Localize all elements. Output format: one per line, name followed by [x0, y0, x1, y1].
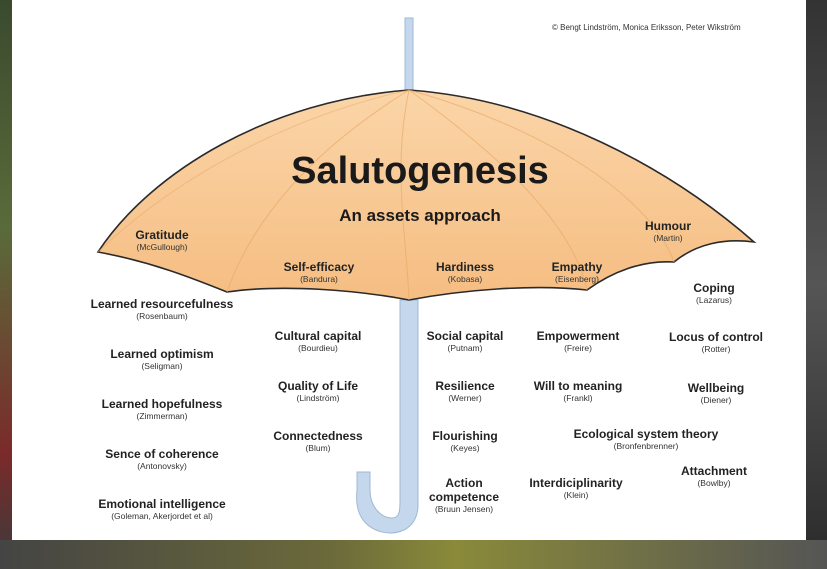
asset-label: Sence of coherence [105, 448, 218, 462]
asset-label: Locus of control [669, 331, 763, 345]
asset-will-to-meaning: Will to meaning (Frankl) [534, 380, 623, 404]
asset-author: (Eisenberg) [552, 275, 603, 285]
asset-author: (Werner) [435, 394, 494, 404]
asset-learned-resourcefulness: Learned resourcefulness (Rosenbaum) [91, 298, 234, 322]
asset-gratitude: Gratitude (McGullough) [135, 229, 188, 253]
asset-label: Self-efficacy [284, 261, 355, 275]
asset-author: (Bandura) [284, 275, 355, 285]
asset-author: (Seligman) [110, 362, 213, 372]
asset-author: (Putnam) [427, 344, 504, 354]
asset-sence-of-coherence: Sence of coherence (Antonovsky) [105, 448, 218, 472]
asset-author: (Zimmerman) [102, 412, 223, 422]
asset-author: (Bowlby) [681, 479, 747, 489]
asset-resilience: Resilience (Werner) [435, 380, 494, 404]
asset-action-competence: Action competence (Bruun Jensen) [424, 477, 504, 514]
asset-author: (Klein) [529, 491, 622, 501]
asset-author: (Freire) [537, 344, 620, 354]
asset-author: (Diener) [688, 396, 744, 406]
asset-author: (Lazarus) [693, 296, 734, 306]
asset-label: Emotional intelligence [98, 498, 225, 512]
asset-label: Gratitude [135, 229, 188, 243]
umbrella-canopy [98, 90, 754, 300]
asset-emotional-intelligence: Emotional intelligence (Goleman, Akerjor… [98, 498, 225, 522]
umbrella-handle [357, 300, 418, 533]
asset-label: Learned hopefulness [102, 398, 223, 412]
diagram-title: Salutogenesis [291, 150, 549, 194]
asset-author: (Keyes) [432, 444, 497, 454]
asset-flourishing: Flourishing (Keyes) [432, 430, 497, 454]
background-photo-left [0, 0, 12, 569]
asset-label: Quality of Life [278, 380, 358, 394]
asset-label: Action competence [424, 477, 504, 505]
asset-label: Cultural capital [275, 330, 362, 344]
asset-ecological-system-theory: Ecological system theory (Bronfenbrenner… [574, 428, 719, 452]
asset-label: Social capital [427, 330, 504, 344]
asset-author: (Kobasa) [436, 275, 494, 285]
asset-author: (Goleman, Akerjordet et al) [98, 512, 225, 522]
asset-learned-optimism: Learned optimism (Seligman) [110, 348, 213, 372]
asset-author: (Martin) [645, 234, 691, 244]
asset-author: (Lindström) [278, 394, 358, 404]
asset-label: Ecological system theory [574, 428, 719, 442]
asset-empathy: Empathy (Eisenberg) [552, 261, 603, 285]
asset-social-capital: Social capital (Putnam) [427, 330, 504, 354]
asset-author: (Blum) [273, 444, 362, 454]
asset-label: Flourishing [432, 430, 497, 444]
asset-author: (Bronfenbrenner) [574, 442, 719, 452]
asset-coping: Coping (Lazarus) [693, 282, 734, 306]
asset-empowerment: Empowerment (Freire) [537, 330, 620, 354]
asset-label: Wellbeing [688, 382, 744, 396]
asset-hardiness: Hardiness (Kobasa) [436, 261, 494, 285]
asset-label: Resilience [435, 380, 494, 394]
asset-attachment: Attachment (Bowlby) [681, 465, 747, 489]
diagram-card: © Bengt Lindström, Monica Eriksson, Pete… [12, 0, 806, 540]
asset-label: Coping [693, 282, 734, 296]
asset-label: Humour [645, 220, 691, 234]
asset-author: (Bourdieu) [275, 344, 362, 354]
asset-self-efficacy: Self-efficacy (Bandura) [284, 261, 355, 285]
asset-label: Interdiciplinarity [529, 477, 622, 491]
asset-label: Attachment [681, 465, 747, 479]
asset-label: Empowerment [537, 330, 620, 344]
asset-author: (Frankl) [534, 394, 623, 404]
asset-author: (Bruun Jensen) [424, 505, 504, 515]
asset-humour: Humour (Martin) [645, 220, 691, 244]
asset-quality-of-life: Quality of Life (Lindström) [278, 380, 358, 404]
asset-author: (Antonovsky) [105, 462, 218, 472]
asset-author: (Rotter) [669, 345, 763, 355]
asset-locus-of-control: Locus of control (Rotter) [669, 331, 763, 355]
background-photo-right [806, 0, 827, 569]
asset-author: (Rosenbaum) [91, 312, 234, 322]
asset-cultural-capital: Cultural capital (Bourdieu) [275, 330, 362, 354]
asset-label: Hardiness [436, 261, 494, 275]
background-photo-bottom [0, 540, 827, 569]
asset-connectedness: Connectedness (Blum) [273, 430, 362, 454]
asset-label: Empathy [552, 261, 603, 275]
umbrella-tip [405, 18, 413, 92]
asset-wellbeing: Wellbeing (Diener) [688, 382, 744, 406]
asset-label: Learned optimism [110, 348, 213, 362]
asset-label: Will to meaning [534, 380, 623, 394]
diagram-subtitle: An assets approach [339, 206, 501, 226]
asset-learned-hopefulness: Learned hopefulness (Zimmerman) [102, 398, 223, 422]
asset-author: (McGullough) [135, 243, 188, 253]
copyright-notice: © Bengt Lindström, Monica Eriksson, Pete… [552, 23, 741, 32]
asset-interdiciplinarity: Interdiciplinarity (Klein) [529, 477, 622, 501]
asset-label: Learned resourcefulness [91, 298, 234, 312]
asset-label: Connectedness [273, 430, 362, 444]
